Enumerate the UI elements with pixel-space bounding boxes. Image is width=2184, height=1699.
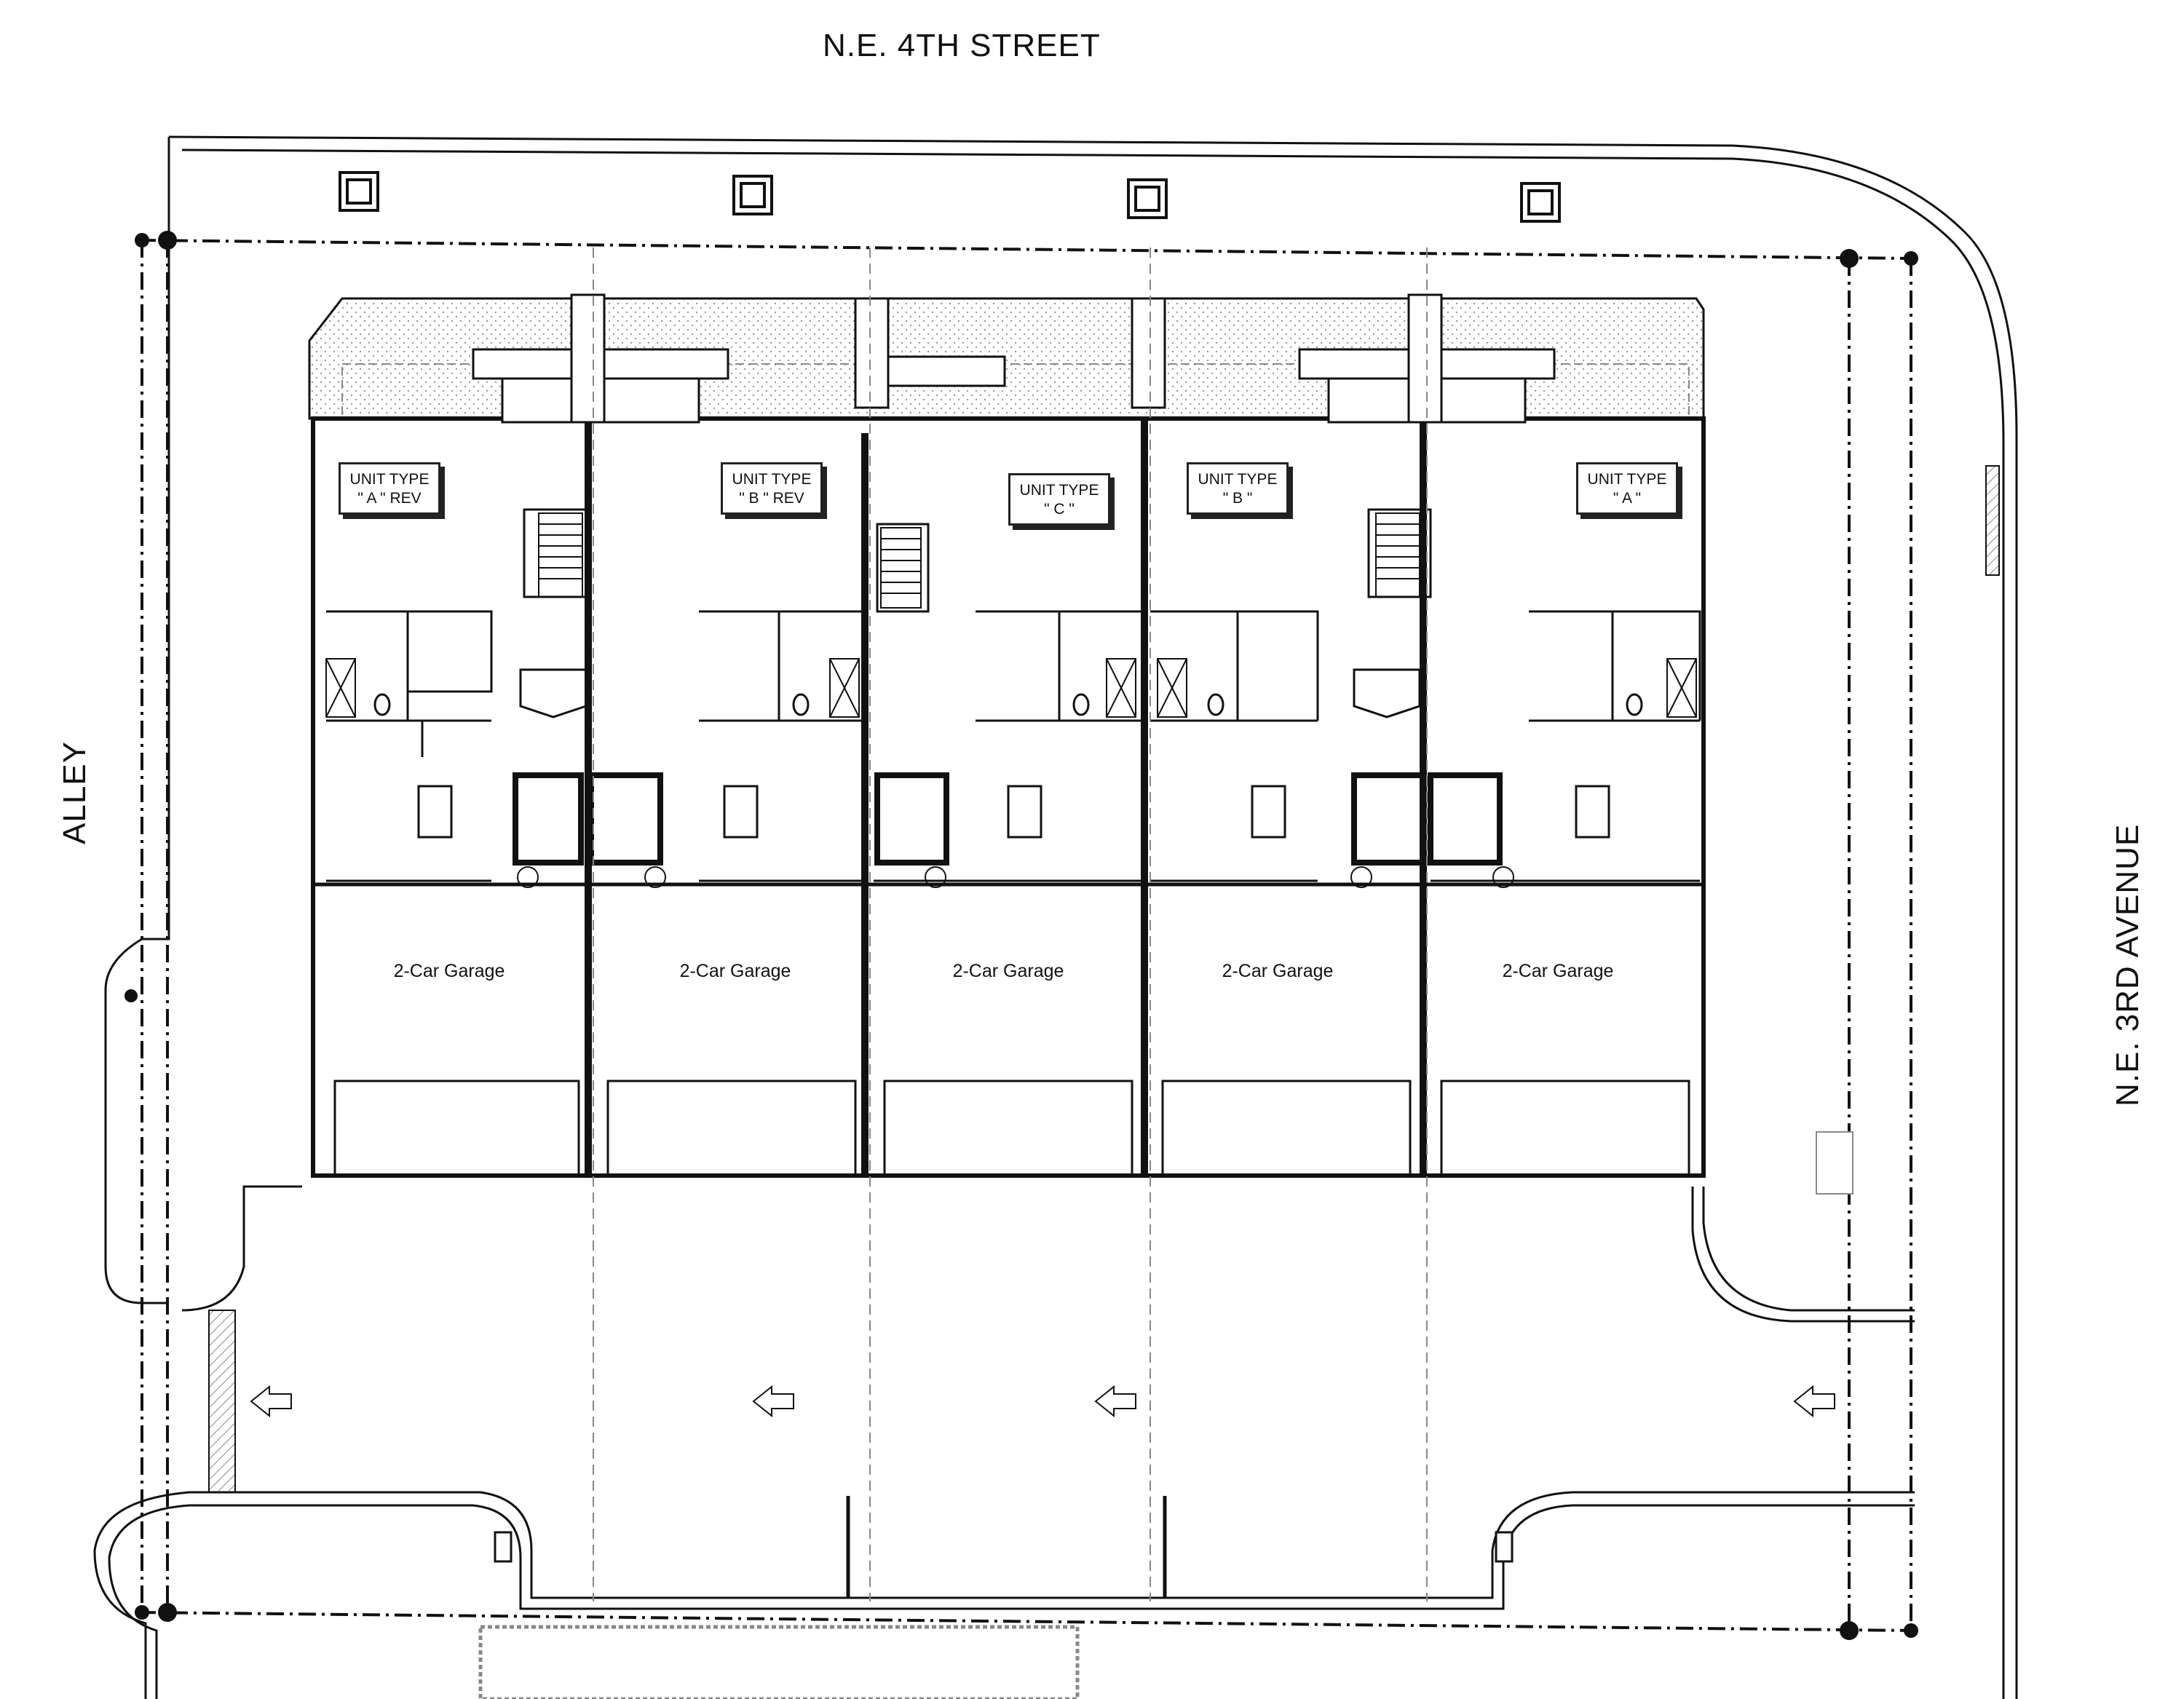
unit-type-tag: UNIT TYPE " C " — [1008, 473, 1110, 526]
alley-hatch — [208, 1310, 236, 1493]
unit-type-label: UNIT TYPE — [1198, 471, 1278, 488]
property-corner-icon — [124, 231, 1918, 1640]
neighbor-hatch — [478, 1625, 1080, 1699]
unit-type-code: " A " REV — [357, 490, 422, 507]
unit-type-tag: UNIT TYPE " A " REV — [339, 462, 440, 515]
party-walls — [313, 419, 1704, 1176]
unit-type-tag: UNIT TYPE " B " — [1187, 462, 1289, 515]
street-label-ne-4th: N.E. 4TH STREET — [823, 28, 1101, 63]
sidewalk-hatch — [1985, 465, 2000, 576]
unit-type-code: " C " — [1044, 501, 1075, 518]
curb-lines — [93, 135, 2018, 1699]
unit-type-code: " A " — [1613, 490, 1642, 507]
toilet-icon — [373, 693, 1643, 716]
unit-type-tag: UNIT TYPE " A " — [1576, 462, 1678, 515]
garage-label: 2-Car Garage — [1222, 961, 1334, 981]
street-label-ne-3rd: N.E. 3RD AVENUE — [2110, 823, 2145, 1106]
utility-box-icon — [494, 1131, 1853, 1563]
street-label-alley: ALLEY — [57, 741, 92, 844]
garage-label: 2-Car Garage — [1502, 961, 1614, 981]
unit-type-label: UNIT TYPE — [1587, 471, 1667, 488]
unit-type-label: UNIT TYPE — [349, 471, 430, 488]
garage-label: 2-Car Garage — [393, 961, 505, 981]
lot-lines — [593, 247, 1428, 1601]
unit-type-tag: UNIT TYPE " B " REV — [721, 462, 823, 515]
unit-type-code: " B " — [1222, 490, 1253, 507]
garage-label: 2-Car Garage — [679, 961, 791, 981]
washer-icon — [517, 866, 1514, 888]
driveway-dividers — [846, 1496, 1167, 1598]
unit-type-label: UNIT TYPE — [732, 471, 812, 488]
garage-label: 2-Car Garage — [952, 961, 1064, 981]
shower-icon — [325, 658, 1697, 718]
entry-stoops — [472, 293, 1556, 424]
tree-icon — [339, 171, 1561, 223]
unit-type-code: " B " REV — [739, 490, 804, 507]
garage-doors — [333, 1080, 1690, 1177]
interior-walls — [326, 508, 1701, 882]
stairs — [538, 512, 1420, 609]
flow-arrow-left-icon — [250, 1385, 1835, 1418]
unit-type-label: UNIT TYPE — [1019, 482, 1099, 499]
property-lines — [138, 239, 1915, 1632]
